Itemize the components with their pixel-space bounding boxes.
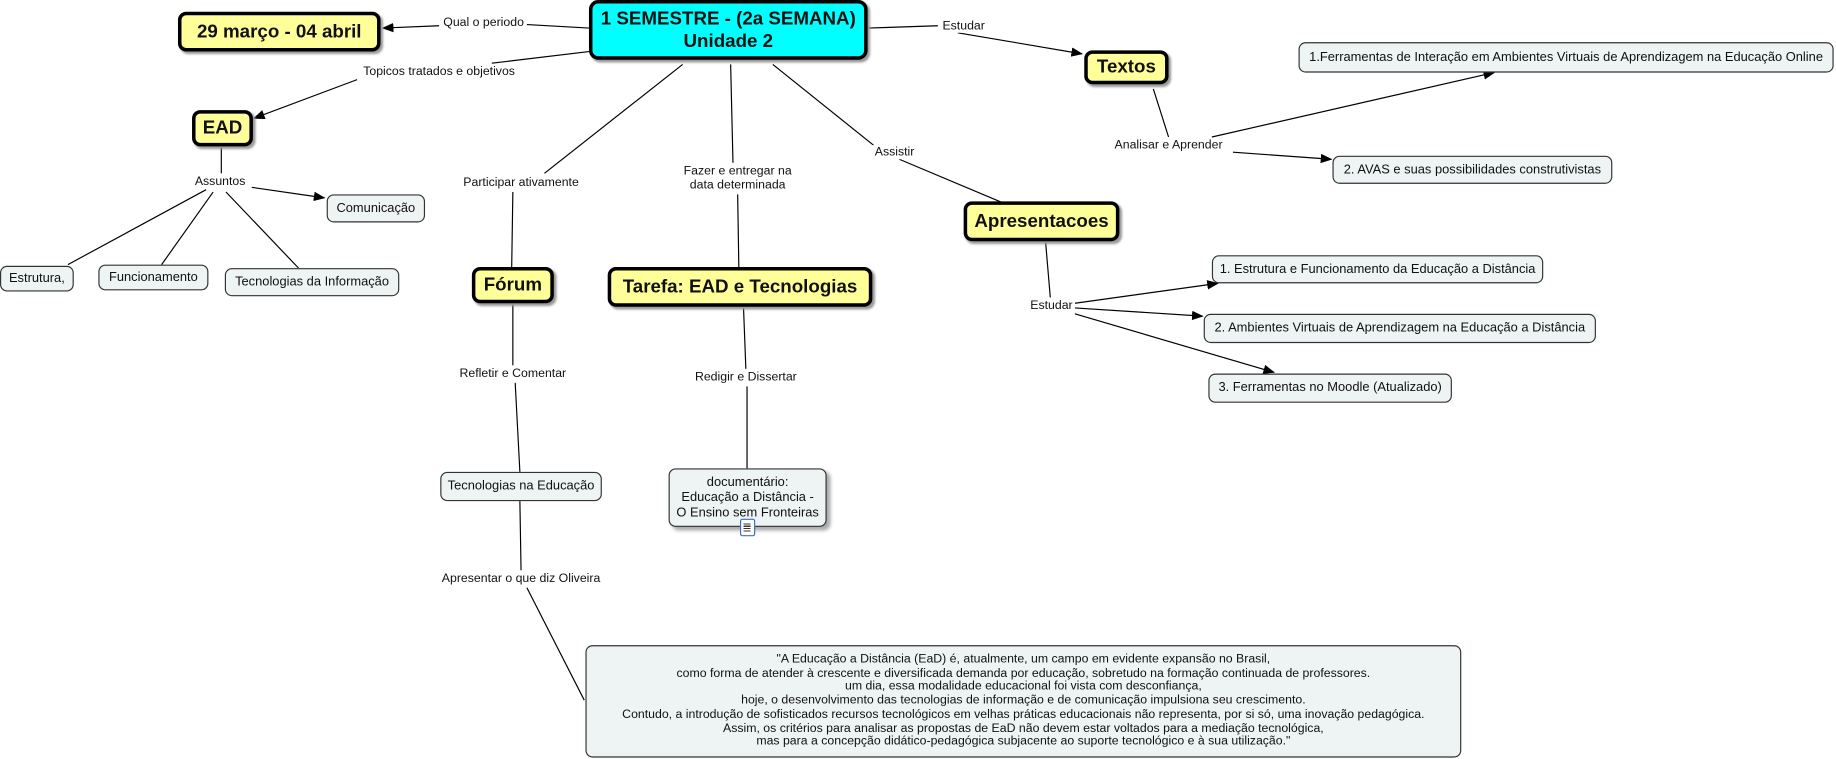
line-root-participar	[544, 63, 683, 174]
quote-line: Contudo, a introdução de sofisticados re…	[622, 707, 1425, 722]
line-tecedu-apresentar	[519, 501, 522, 571]
line-root-fazer	[730, 64, 734, 163]
doc-line2: Educação a Distância -	[681, 490, 814, 505]
quote-line: como forma de atender à crescente e dive…	[676, 665, 1371, 680]
link-fazer: Fazer e entregar na data determinada	[681, 163, 794, 193]
arrow-textos	[957, 32, 1084, 57]
line-funcionamento	[161, 191, 214, 265]
link-qual-periodo: Qual o periodo	[440, 15, 527, 30]
arrow-apres1	[1074, 280, 1219, 304]
quote-line: mas para a concepção didático-pedagógica…	[756, 734, 1291, 749]
line-estrutura	[67, 189, 207, 266]
link-assistir: Assistir	[872, 145, 917, 160]
line-root-estudar	[867, 25, 938, 29]
link-fazer-line1: Fazer e entregar na	[683, 163, 792, 178]
quote-line: hoje, o desenvolvimento das tecnologias …	[741, 693, 1306, 708]
link-estudar-textos: Estudar	[940, 18, 988, 33]
node-ead[interactable]: EAD	[192, 110, 253, 147]
node-tarefa[interactable]: Tarefa: EAD e Tecnologias	[607, 266, 873, 307]
line-apresentar-quote	[526, 587, 585, 701]
link-assuntos: Assuntos	[192, 174, 248, 189]
node-apres2[interactable]: 2. Ambientes Virtuais de Aprendizagem na…	[1203, 313, 1596, 344]
node-texto1[interactable]: 1.Ferramentas de Interação em Ambientes …	[1298, 42, 1834, 73]
node-apres3[interactable]: 3. Ferramentas no Moodle (Atualizado)	[1208, 373, 1452, 403]
node-tecnologias-educacao[interactable]: Tecnologias na Educação	[440, 471, 602, 502]
link-participar: Participar ativamente	[460, 175, 582, 190]
doc-line1: documentário:	[706, 474, 789, 489]
node-quote[interactable]: "A Educação a Distância (EaD) é, atualme…	[585, 645, 1462, 758]
arrow-texto2	[1232, 151, 1333, 164]
link-redigir: Redigir e Dissertar	[692, 370, 800, 385]
node-texto2[interactable]: 2. AVAS e suas possibilidades construtiv…	[1332, 155, 1613, 184]
doc-line3: O Ensino sem Fronteiras	[676, 505, 819, 520]
node-comunicacao[interactable]: Comunicação	[326, 194, 426, 223]
node-tecnologias-informacao[interactable]: Tecnologias da Informação	[224, 268, 400, 297]
quote-line: um dia, essa modalidade educacional foi …	[844, 679, 1202, 694]
node-apres1[interactable]: 1. Estrutura e Funcionamento da Educação…	[1211, 255, 1544, 284]
line-participar-forum	[511, 192, 514, 269]
line-textos-analisar	[1152, 88, 1170, 138]
root-line2: Unidade 2	[683, 31, 774, 51]
link-analisar: Analisar e Aprender	[1112, 138, 1225, 153]
node-funcionamento[interactable]: Funcionamento	[98, 264, 209, 291]
document-icon[interactable]	[740, 518, 756, 537]
node-documentario[interactable]: documentário: Educação a Distância - O E…	[668, 468, 827, 527]
link-estudar-apres: Estudar	[1027, 298, 1075, 313]
line-tecinfo	[225, 191, 300, 269]
node-textos[interactable]: Textos	[1084, 50, 1169, 85]
link-fazer-line2: data determinada	[689, 177, 786, 193]
root-line1: 1 SEMESTRE - (2a SEMANA)	[600, 8, 856, 29]
line-apres-estudar	[1045, 242, 1051, 298]
node-apresentacoes[interactable]: Apresentacoes	[963, 201, 1120, 242]
arrow-apres2	[1074, 307, 1204, 321]
line-assistir-apres	[899, 158, 1003, 204]
arrow-periodo	[381, 22, 440, 33]
line-root-assistir	[772, 63, 874, 146]
line-tarefa-redigir	[742, 307, 747, 369]
arrow-comunicacao	[251, 186, 326, 202]
line-root-periodo	[526, 24, 589, 29]
node-estrutura[interactable]: Estrutura,	[0, 265, 74, 292]
line-root-topicos	[491, 50, 590, 64]
arrow-ead	[252, 79, 358, 119]
node-forum[interactable]: Fórum	[471, 266, 554, 304]
arrow-texto1	[1211, 70, 1496, 138]
quote-line: "A Educação a Distância (EaD) é, atualme…	[776, 651, 1271, 666]
node-periodo[interactable]: 29 março - 04 abril	[177, 11, 381, 52]
link-topicos: Topicos tratados e objetivos	[360, 64, 518, 79]
link-refletir: Refletir e Comentar	[457, 366, 569, 381]
root-node[interactable]: 1 SEMESTRE - (2a SEMANA) Unidade 2	[588, 0, 868, 60]
quote-line: Assim, os critérios para analisar as pro…	[723, 720, 1324, 735]
line-refletir-tecedu	[514, 382, 521, 472]
arrow-apres3	[1074, 313, 1276, 374]
line-fazer-tarefa	[737, 194, 740, 269]
link-apresentar: Apresentar o que diz Oliveira	[439, 571, 603, 586]
